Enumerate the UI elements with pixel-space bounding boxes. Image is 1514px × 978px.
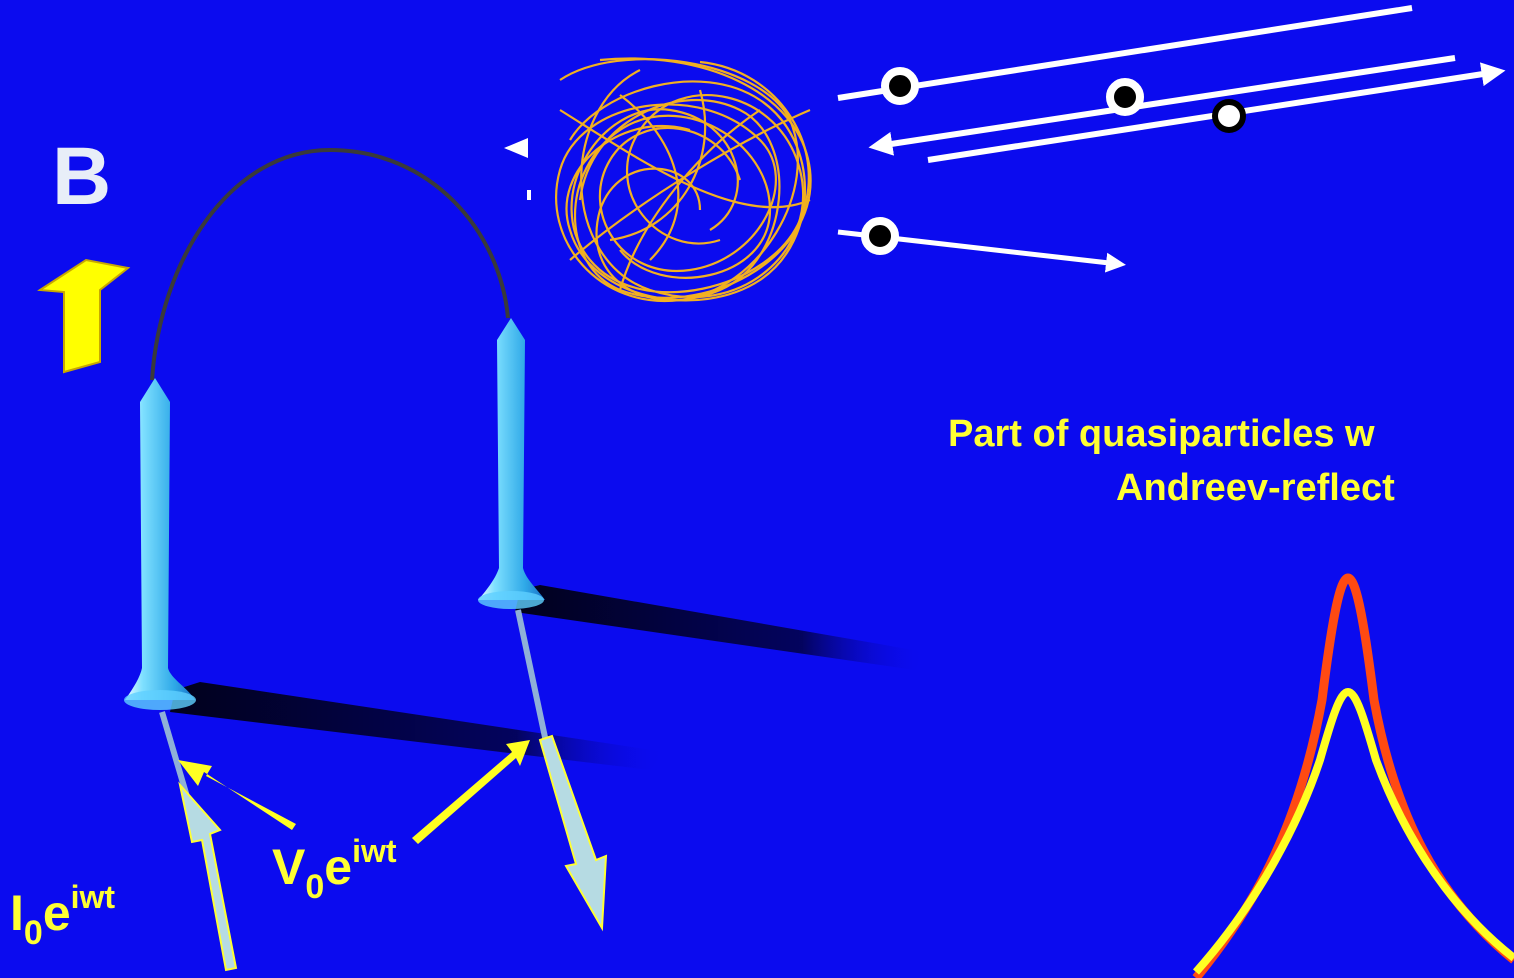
svg-text:V0eiwt: V0eiwt [272,833,397,906]
caption-line-2: Andreev-reflect [1116,467,1395,509]
probe-arrow-left [178,760,296,830]
quasihole-ring-icon [1212,99,1246,133]
svg-text:I0eiwt: I0eiwt [10,879,115,952]
right-lead-stub [515,609,549,743]
quasiparticle-dot-icon [861,217,899,255]
peak-outer [1192,573,1514,978]
reflected-line [868,55,1456,156]
vortex-tangle-icon [540,55,835,325]
quasiparticle-trajectories [837,5,1506,273]
quasiparticle-dot-icon [881,67,919,105]
shadow-right [515,585,925,670]
incoming-line-top [837,5,1413,101]
voltage-label: V0eiwt [272,833,397,906]
quasiparticle-dot-icon [1106,78,1144,116]
small-dot [527,190,531,200]
caption-line-1: Part of quasiparticles w [948,413,1375,455]
shadow-left [170,682,665,770]
left-pillar [124,378,196,710]
voltage-out-arrow [538,734,608,932]
peak-inner [1193,687,1514,975]
small-left-arrow [504,138,528,158]
field-label: B [52,131,111,222]
wire-arc [150,147,510,381]
current-label: I0eiwt [10,879,115,952]
probe-arrow-right [412,740,530,844]
current-arrow [178,781,238,972]
voltage-probe-arrows [178,740,530,844]
pillar-shadows [170,585,925,770]
right-pillar [478,318,545,609]
left-lead-stub [159,711,191,801]
arrow-up-icon [37,258,131,374]
resonance-curves [1192,573,1514,978]
